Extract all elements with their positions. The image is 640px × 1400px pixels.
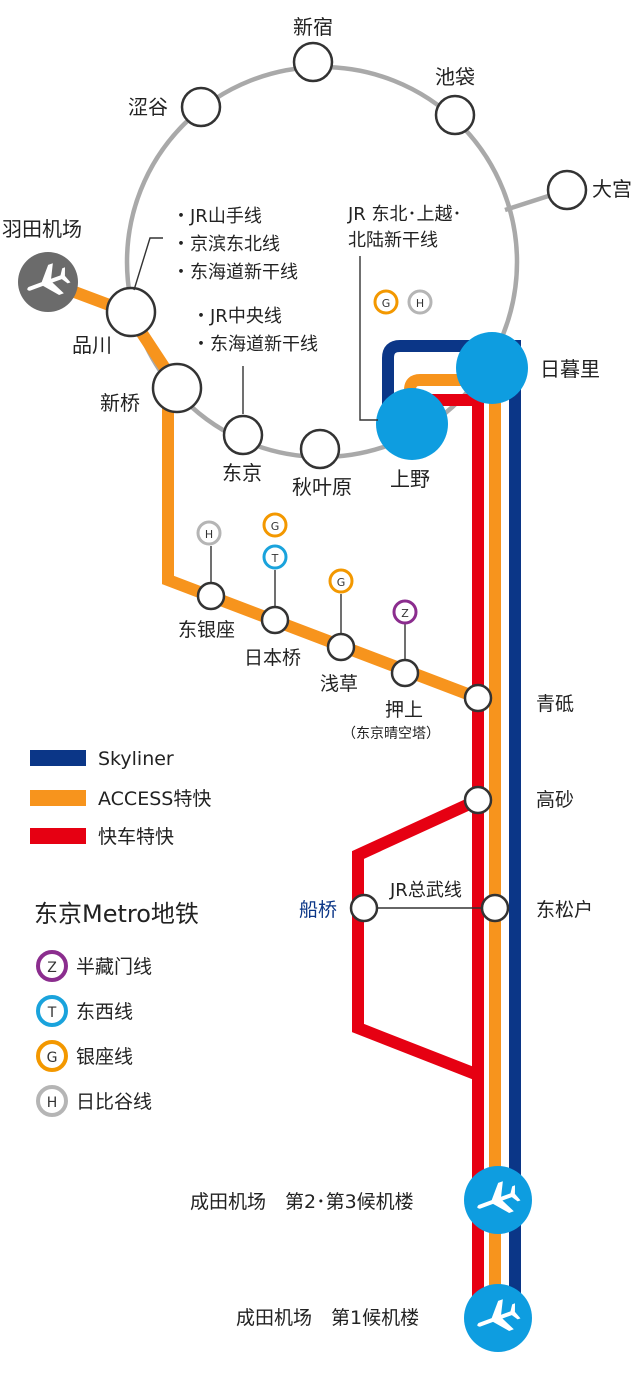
ikebukuro-station[interactable] [434,94,476,136]
legend-kaisoku-swatch [30,828,86,844]
ueno-note-2: 北陆新干线 [348,230,438,251]
shinbashi-station[interactable] [151,362,203,414]
aoto-label: 青砥 [536,693,574,715]
funabashi-station[interactable] [349,893,379,923]
legend-hibiya-badge: H [36,1085,68,1117]
legend-tozai-badge: T [36,995,68,1027]
narita-t1-airport-icon[interactable] [464,1284,532,1352]
legend-skyliner-swatch [30,750,86,766]
akihabara-label: 秋叶原 [292,475,352,499]
ueno-ginza-badge: G [373,289,399,315]
ikebukuro-label: 池袋 [435,65,475,89]
asakusa-station[interactable] [326,632,356,662]
svg-text:T: T [47,1005,57,1021]
narita-t23-label: 成田机场 第2･第3候机楼 [190,1191,414,1213]
svg-text:G: G [382,297,391,310]
akihabara-station[interactable] [299,428,341,470]
ueno-hibiya-badge: H [407,289,433,315]
shinjuku-station[interactable] [292,41,334,83]
aoto-station[interactable] [463,683,493,713]
shinagawa-note-1: ・JR山手线 [172,206,262,227]
higashi-ginza-label: 东银座 [178,619,235,641]
svg-text:H: H [416,297,424,310]
shinbashi-label: 新桥 [100,391,140,415]
shinagawa-note-2: ・京滨东北线 [172,234,280,255]
higashi-ginza-station[interactable] [196,581,226,611]
oshiage-label: 押上 [385,699,423,721]
nihonbashi-label: 日本桥 [244,647,301,669]
legend-kaisoku-label: 快车特快 [98,826,174,848]
oshiage-hanzomon-badge: Z [392,599,418,625]
access-line-asakusa [162,400,481,704]
svg-text:Z: Z [401,607,409,620]
haneda-airport-icon[interactable] [18,252,78,312]
narita-t1-label: 成田机场 第1候机楼 [236,1307,419,1329]
svg-text:G: G [47,1050,58,1066]
ueno-note-leader [359,256,378,421]
legend-access-label: ACCESS特快 [98,788,211,810]
jr-sobu-label: JR总武线 [389,880,462,901]
ueno-station[interactable] [376,388,448,460]
legend-metro-title: 东京Metro地铁 [34,900,199,928]
svg-text:G: G [337,576,346,589]
shinagawa-note-leader [133,237,163,291]
higashi-matsudo-station[interactable] [480,893,510,923]
nihonbashi-station[interactable] [260,605,290,635]
tokyo-note-1: ・JR中央线 [192,306,282,327]
nihonbashi-ginza-badge: G [262,512,288,538]
shinjuku-label: 新宿 [293,15,333,39]
legend-access-swatch [30,790,86,806]
ueno-note-1: JR 东北･上越･ [347,204,462,225]
svg-text:H: H [47,1095,58,1111]
kaisoku-line-trunk [352,394,484,1300]
takasago-label: 高砂 [536,789,574,811]
nippori-label: 日暮里 [540,357,600,381]
ueno-label: 上野 [390,467,430,491]
funabashi-label: 船桥 [299,899,337,921]
svg-text:Z: Z [47,960,57,976]
shibuya-station[interactable] [180,86,222,128]
tokyo-note-2: ・东海道新干线 [192,334,318,355]
tokyo-station[interactable] [222,414,264,456]
legend-ginza-label: 银座线 [76,1046,133,1068]
omiya-label: 大宫 [592,177,632,201]
svg-text:G: G [271,520,280,533]
oshiage-sub-label: （东京晴空塔） [342,726,440,742]
takasago-station[interactable] [463,785,493,815]
svg-text:T: T [271,552,279,565]
omiya-station[interactable] [546,169,588,211]
asakusa-ginza-badge: G [328,568,354,594]
tokyo-label: 东京 [222,461,262,485]
legend-tozai-label: 东西线 [76,1001,133,1023]
legend-ginza-badge: G [36,1040,68,1072]
legend-skyliner-label: Skyliner [98,748,174,770]
legend-hibiya-label: 日比谷线 [76,1091,152,1113]
higashi-ginza-hibiya-badge: H [196,520,222,546]
legend-hanzomon-label: 半藏门线 [76,956,152,978]
shinagawa-label: 品川 [72,333,112,357]
nihonbashi-tozai-badge: T [262,544,288,570]
narita-t23-airport-icon[interactable] [464,1166,532,1234]
skyliner-line [382,340,521,1300]
shinagawa-station[interactable] [105,286,157,338]
higashi-matsudo-label: 东松户 [536,899,593,921]
shibuya-label: 涩谷 [128,95,168,119]
haneda-label: 羽田机场 [2,217,82,241]
legend-hanzomon-badge: Z [36,950,68,982]
shinagawa-note-3: ・东海道新干线 [172,262,298,283]
oshiage-station[interactable] [390,658,420,688]
svg-text:H: H [205,528,213,541]
asakusa-label: 浅草 [320,673,358,695]
nippori-station[interactable] [456,332,528,404]
